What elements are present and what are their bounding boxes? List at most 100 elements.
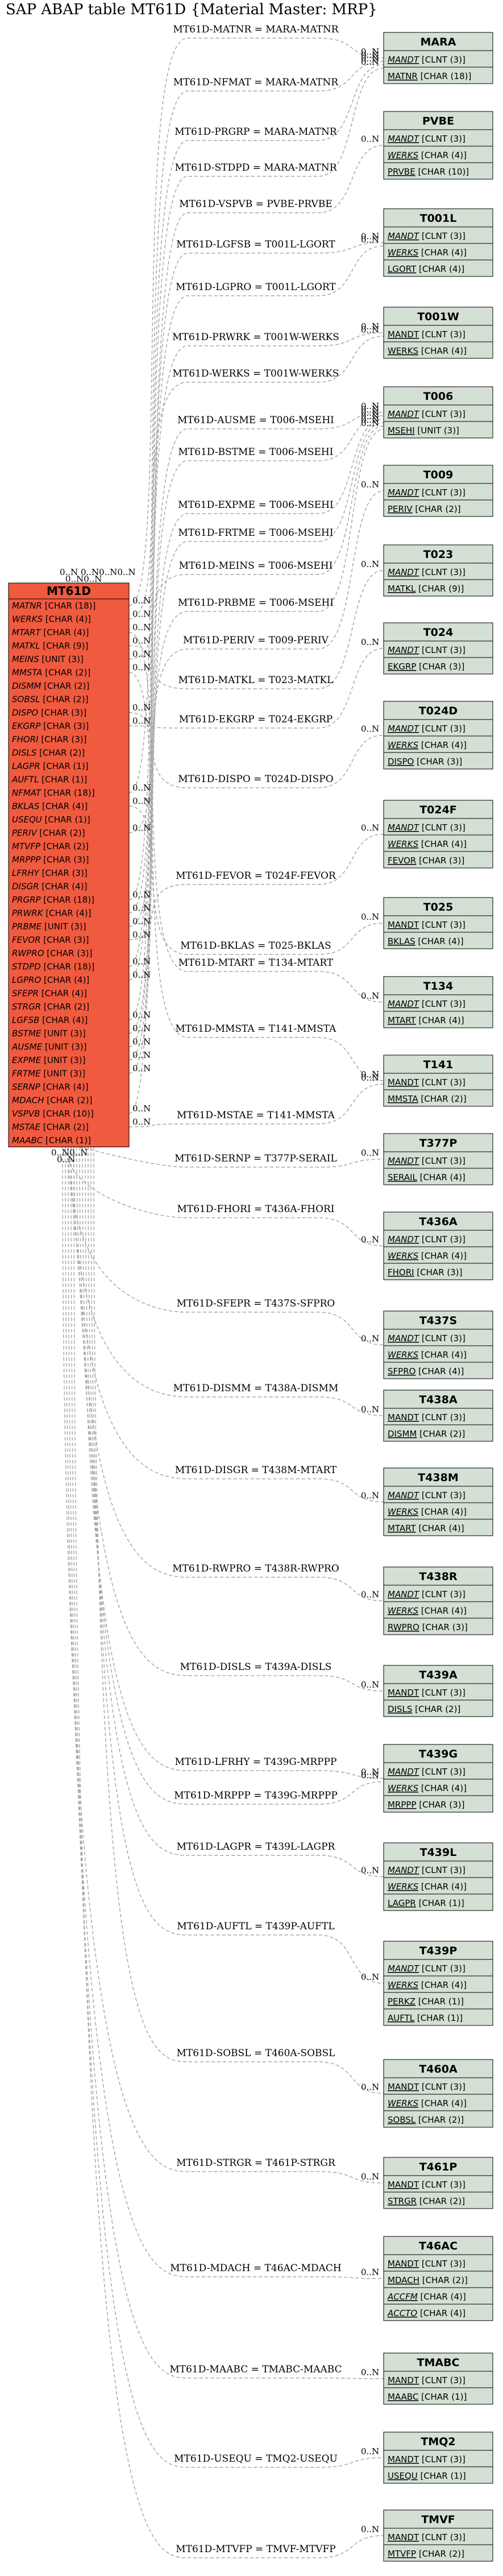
field-key: MRPPP — [12, 855, 41, 865]
relation-label: MT61D-FEVOR = T024F-FEVOR — [176, 870, 336, 882]
relation-cardinality: 0..N — [361, 2172, 379, 2182]
field-type: [CHAR (4)] — [415, 1366, 464, 1376]
relation-label: MT61D-MMSTA = T141-MMSTA — [176, 1023, 337, 1035]
field-key: MDACH — [388, 2275, 419, 2285]
field-type: [CHAR (3)] — [416, 661, 464, 672]
entity-field: MANDT [CLNT (3)] — [388, 2180, 465, 2190]
field-type: [CHAR (1)] — [414, 2013, 463, 2023]
field-key: LFRHY — [12, 868, 40, 878]
field-key: DISPO — [388, 756, 414, 767]
entity-field: MANDT [CLNT (3)] — [388, 1333, 465, 1343]
field-key: EXPME — [12, 1055, 41, 1065]
field-key: WERKS — [388, 1251, 419, 1261]
relation-edge — [68, 1147, 384, 2379]
entity-box — [383, 1390, 493, 1442]
field-key: USEQU — [388, 2471, 418, 2481]
field-key: WERKS — [388, 1606, 419, 1616]
relation-cardinality: 0..N — [361, 1235, 379, 1245]
field-key: MANDT — [388, 2454, 419, 2465]
relation-edge — [73, 1147, 384, 2558]
field-type: [CHAR (2)] — [417, 1429, 465, 1439]
field-key: MANDT — [388, 1963, 420, 1974]
entity-name: T025 — [423, 901, 454, 913]
entity-field: MANDT [CLNT (3)] — [388, 2259, 465, 2269]
relation-label: MT61D-LGFSB = T001L-LGORT — [176, 239, 335, 250]
relation-source-cardinality: 0..N — [132, 702, 151, 713]
entity-field: MANDT [CLNT (3)] — [388, 1412, 465, 1423]
relation-edge — [76, 1147, 384, 1602]
main-entity-field: SERNP [CHAR (4)] — [12, 1082, 89, 1092]
relation-cardinality: 0..N — [361, 1680, 379, 1690]
relation-edge — [128, 490, 384, 833]
field-key: DISLS — [388, 1704, 412, 1714]
field-key: WERKS — [388, 2098, 419, 2108]
field-key: MATKL — [12, 641, 40, 651]
relation-cardinality: 0..N — [361, 724, 379, 734]
main-entity-field: MSTAE [CHAR (2)] — [12, 1122, 89, 1132]
entity-field: MTART [CHAR (4)] — [388, 1015, 464, 1026]
relation-label: MT61D-FRTME = T006-MSEHI — [178, 527, 333, 539]
field-type: [CHAR (4)] — [418, 1606, 467, 1616]
field-key: MANDT — [388, 1412, 419, 1423]
field-key: AUFTL — [11, 775, 39, 785]
entity-field: MANDT [CLNT (3)] — [388, 1589, 465, 1599]
relation-edge — [70, 1147, 384, 1416]
field-type: [CHAR (1)] — [416, 1898, 464, 1908]
field-type: [CHAR (4)] — [39, 1015, 88, 1026]
entity-field: MANDT [CLNT (3)] — [388, 409, 465, 419]
field-key: MTART — [388, 1015, 417, 1026]
field-type: [CLNT (3)] — [419, 1156, 465, 1166]
entity-field: MANDT [CLNT (3)] — [388, 329, 465, 340]
field-type: [CHAR (2)] — [37, 828, 85, 838]
field-key: MANDT — [388, 1589, 420, 1599]
field-key: MANDT — [388, 1077, 419, 1088]
field-key: MMSTA — [12, 668, 42, 678]
relation-label: MT61D-MRPPP = T439G-MRPPP — [174, 1790, 338, 1801]
main-entity-field: EKGRP [CHAR (3)] — [12, 721, 89, 731]
field-key: MMSTA — [388, 1094, 418, 1104]
main-entity-field: EXPME [UNIT (3)] — [12, 1055, 86, 1065]
main-entity-field: VSPVB [CHAR (10)] — [12, 1109, 94, 1119]
field-key: BKLAS — [12, 801, 40, 812]
relation-label: MT61D-USEQU = TMQ2-USEQU — [174, 2453, 338, 2465]
relation-label: MT61D-DISGR = T438M-MTART — [175, 1465, 337, 1476]
entity-field: MTART [CHAR (4)] — [388, 1523, 464, 1533]
entity-box — [383, 2432, 493, 2484]
entity-name: PVBE — [422, 115, 454, 127]
relation-edge — [70, 1147, 384, 2468]
field-key: DISGR — [12, 882, 39, 892]
entity-field: WERKS [CHAR (4)] — [388, 839, 467, 849]
field-key: ACCTO — [387, 2308, 417, 2318]
relation-cardinality: 0..N — [361, 2267, 379, 2277]
entity-name: T46AC — [419, 2240, 458, 2252]
field-key: WERKS — [388, 247, 419, 258]
field-key: WERKS — [388, 150, 419, 160]
field-type: [CLNT (3)] — [419, 2454, 465, 2465]
entity-field: WERKS [CHAR (4)] — [388, 247, 467, 258]
field-type: [CHAR (4)] — [418, 740, 467, 750]
field-key: RWPRO — [12, 948, 44, 958]
entity-box — [383, 1133, 493, 1185]
field-type: [CHAR (4)] — [43, 614, 91, 625]
relation-cardinality: 0..N — [361, 404, 379, 415]
field-type: [CHAR (2)] — [41, 1002, 89, 1012]
entity-field: MANDT [CLNT (3)] — [388, 1963, 465, 1974]
relation-source-cardinality: 0..N — [132, 622, 151, 632]
entity-field: MANDT [CLNT (3)] — [388, 2532, 465, 2542]
field-type: [CLNT (3)] — [419, 1589, 465, 1599]
relation-label: MT61D-MDACH = T46AC-MDACH — [170, 2263, 341, 2274]
field-key: MTVFP — [388, 2549, 416, 2559]
entity-field: USEQU [CHAR (1)] — [388, 2471, 466, 2481]
relation-label: MT61D-MTVFP = TMVF-MTVFP — [176, 2544, 335, 2555]
entity-box — [383, 701, 493, 770]
field-key: MSEHI — [388, 425, 415, 436]
field-type: [CHAR (4)] — [418, 2098, 467, 2108]
entity-name: T437S — [419, 1314, 457, 1327]
field-key: MANDT — [388, 567, 420, 577]
entity-name: TMVF — [421, 2513, 455, 2526]
